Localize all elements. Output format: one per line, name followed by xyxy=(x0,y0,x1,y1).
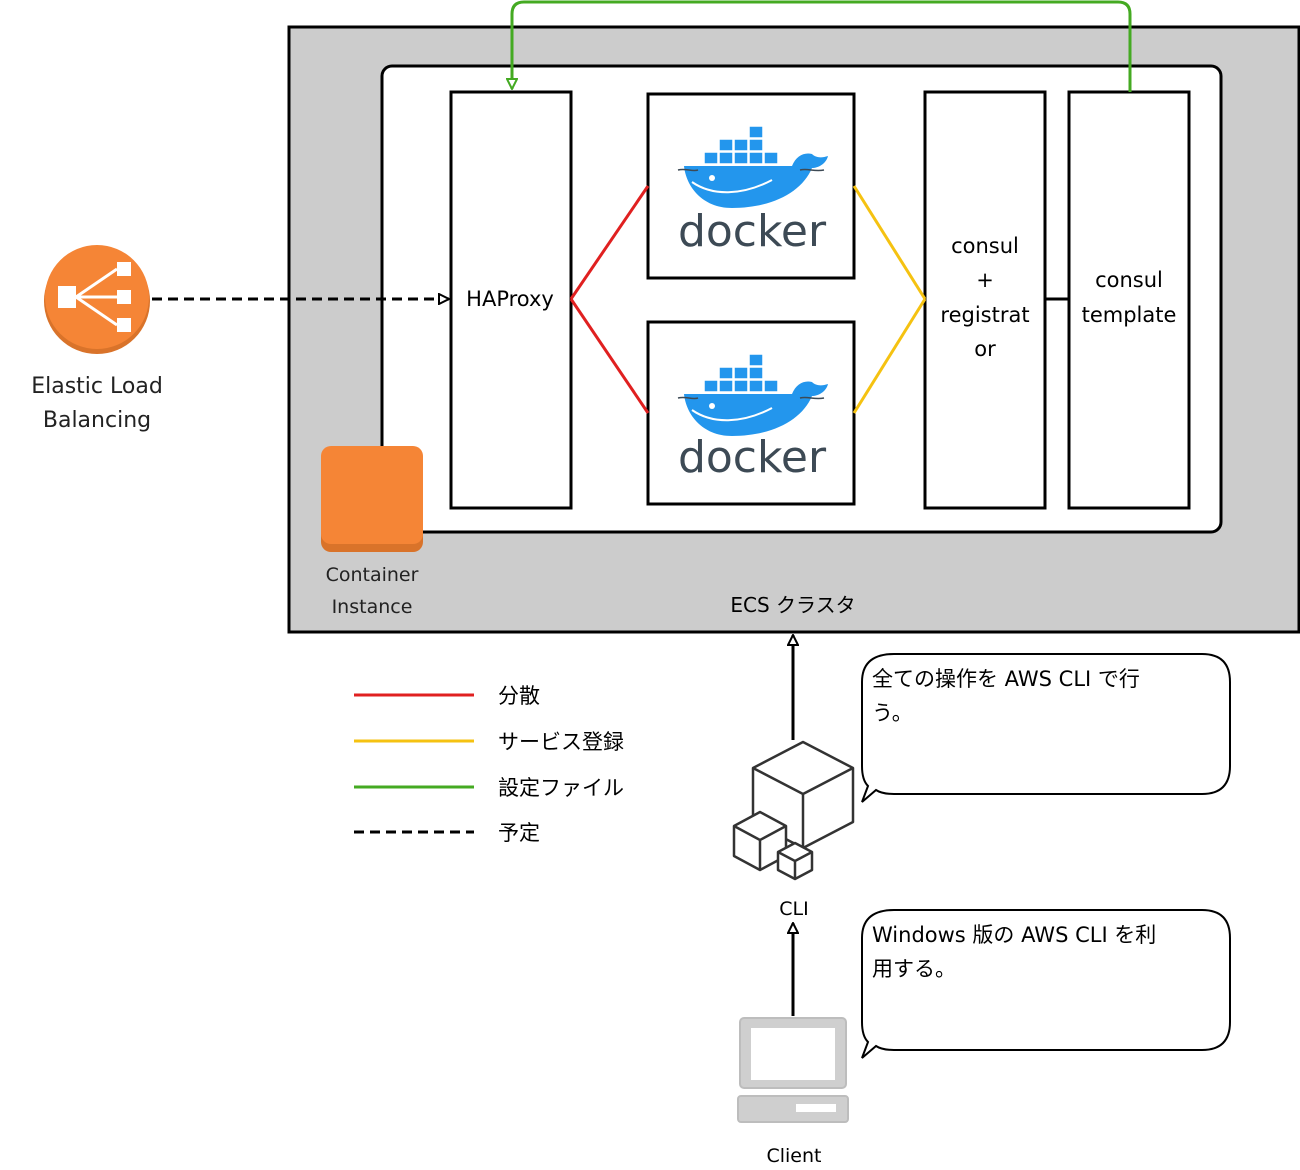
laptop-icon xyxy=(737,1017,849,1123)
cli-callout-line1: 全ての操作を AWS CLI で行 xyxy=(872,667,1140,691)
docker-wordmark-top: docker xyxy=(678,206,827,257)
consul-registrator-line3: registrat xyxy=(940,303,1029,327)
legend: 分散 サービス登録 設定ファイル 予定 xyxy=(354,684,624,845)
legend-label-distribution: 分散 xyxy=(498,684,540,708)
haproxy-label: HAProxy xyxy=(466,287,554,311)
consul-template-box xyxy=(1067,90,1191,510)
client-label: Client xyxy=(766,1145,821,1167)
client-callout-line2: 用する。 xyxy=(872,957,956,981)
client-callout-line1: Windows 版の AWS CLI を利 xyxy=(872,923,1156,947)
client-callout: Windows 版の AWS CLI を利 用する。 xyxy=(861,909,1231,1059)
load-balancer-icon xyxy=(44,245,150,354)
elb-label-line1: Elastic Load xyxy=(31,374,163,399)
elb-label-line2: Balancing xyxy=(43,408,151,433)
consul-registrator-line4: or xyxy=(974,337,996,361)
service-registration-edge-top xyxy=(852,185,927,300)
consul-template-line2: template xyxy=(1082,303,1177,327)
container-instance-label-line2: Instance xyxy=(332,596,413,618)
cli-callout-line2: う。 xyxy=(872,701,913,725)
consul-template-line1: consul xyxy=(1095,268,1163,292)
service-registration-edge-bottom xyxy=(852,298,927,414)
cli-callout: 全ての操作を AWS CLI で行 う。 xyxy=(861,653,1231,803)
distribution-edge-bottom xyxy=(569,298,650,414)
container-instance-label-line1: Container xyxy=(326,564,419,586)
consul-registrator-line2: + xyxy=(976,268,994,292)
distribution-edge-top xyxy=(569,185,650,300)
consul-registrator-box xyxy=(923,90,1047,510)
legend-label-service-registration: サービス登録 xyxy=(498,730,624,754)
config-file-edge xyxy=(512,0,1132,92)
ecs-cluster-label: ECS クラスタ xyxy=(730,593,855,617)
cli-label: CLI xyxy=(779,898,808,920)
consul-registrator-line1: consul xyxy=(951,234,1019,258)
docker-wordmark-bottom: docker xyxy=(678,432,827,483)
cubes-icon xyxy=(732,740,855,881)
legend-label-planned: 予定 xyxy=(498,821,540,845)
container-instance-icon xyxy=(321,446,423,552)
legend-label-config-file: 設定ファイル xyxy=(498,776,624,800)
